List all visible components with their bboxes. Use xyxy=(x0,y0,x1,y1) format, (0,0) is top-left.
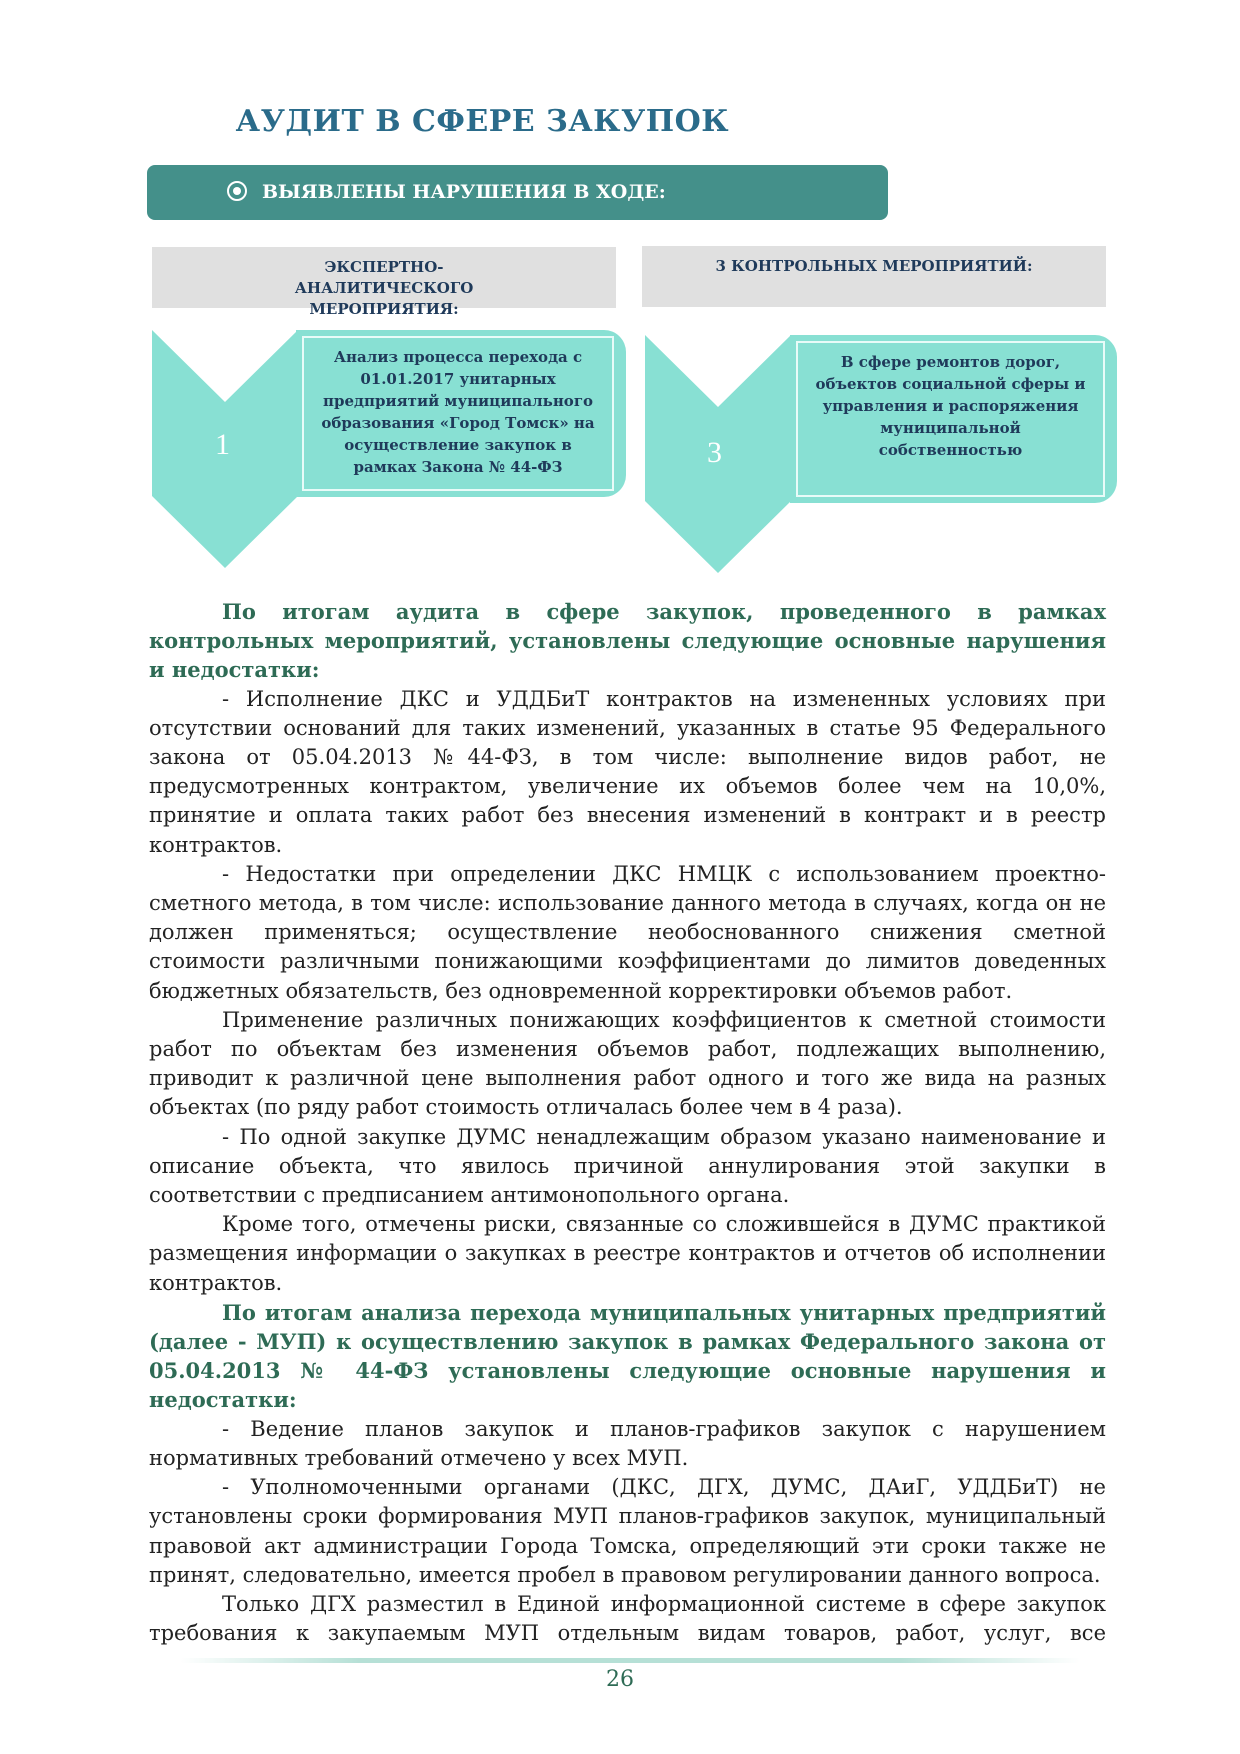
paragraph: - Уполномоченными органами (ДКС, ДГХ, ДУ… xyxy=(149,1475,1106,1587)
banner-text: ВЫЯВЛЕНЫ НАРУШЕНИЯ В ХОДЕ: xyxy=(262,181,666,203)
paragraph: Кроме того, отмечены риски, связанные со… xyxy=(149,1212,1106,1295)
paragraph: Только ДГХ разместил в Единой информацио… xyxy=(149,1591,1106,1646)
chevron-shape xyxy=(152,330,298,568)
violations-banner: ВЫЯВЛЕНЫ НАРУШЕНИЯ В ХОДЕ: xyxy=(147,165,888,220)
description-text: В сфере ремонтов дорог, объектов социаль… xyxy=(796,341,1105,497)
description-box: В сфере ремонтов дорог, объектов социаль… xyxy=(790,335,1117,503)
chevron-shape xyxy=(645,335,791,573)
footer-divider xyxy=(180,1658,1080,1663)
paragraph: - Исполнение ДКС и УДДБиТ контрактов на … xyxy=(149,686,1106,857)
column-heading-expert: ЭКСПЕРТНО-АНАЛИТИЧЕСКОГО МЕРОПРИЯТИЯ: xyxy=(152,247,616,318)
target-circle-icon xyxy=(227,181,247,201)
section-number: 3.2. xyxy=(149,104,214,139)
description-box: Анализ процесса перехода с 01.01.2017 ун… xyxy=(296,330,626,497)
page-number: 26 xyxy=(606,1667,634,1692)
paragraph: Применение различных понижающих коэффици… xyxy=(149,1007,1106,1120)
step-number: 3 xyxy=(707,436,722,469)
step-number: 1 xyxy=(215,428,230,461)
body-text: По итогам аудита в сфере закупок, провед… xyxy=(149,597,1106,1648)
description-text: Анализ процесса перехода с 01.01.2017 ун… xyxy=(302,336,614,491)
paragraph-heading: По итогам анализа перехода муниципальных… xyxy=(149,1299,1106,1413)
column-heading-control: 3 КОНТРОЛЬНЫХ МЕРОПРИЯТИЙ: xyxy=(642,246,1106,307)
paragraph-heading: По итогам аудита в сфере закупок, провед… xyxy=(149,599,1106,683)
paragraph: - Недостатки при определении ДКС НМЦК с … xyxy=(149,861,1106,1003)
paragraph: - Ведение планов закупок и планов-график… xyxy=(149,1416,1106,1470)
paragraph: - По одной закупке ДУМС ненадлежащим обр… xyxy=(149,1124,1106,1208)
section-title: 3.2. АУДИТ В СФЕРЕ ЗАКУПОК xyxy=(149,104,729,139)
section-title-text: АУДИТ В СФЕРЕ ЗАКУПОК xyxy=(235,104,730,139)
